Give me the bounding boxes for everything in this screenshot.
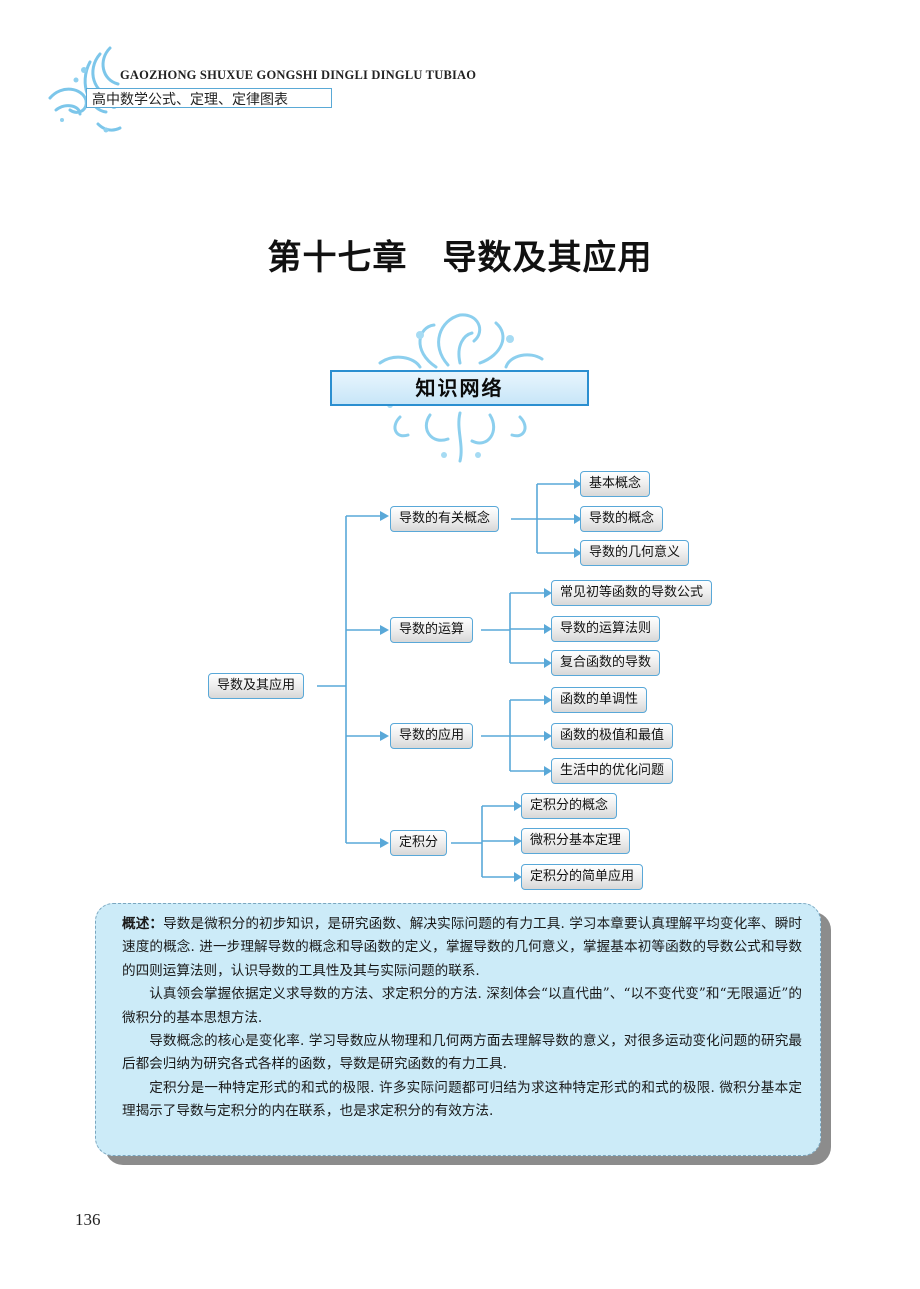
leaf-node: 导数的运算法则 <box>551 616 661 642</box>
branch-node: 导数的有关概念 <box>390 506 500 532</box>
leaf-node: 定积分的概念 <box>521 793 618 819</box>
leaf-node: 导数的概念 <box>580 506 664 532</box>
summary-box <box>95 903 821 1156</box>
branch-node: 定积分 <box>390 830 448 856</box>
leaf-node: 基本概念 <box>580 471 651 497</box>
summary-lead: 概述： <box>122 916 164 932</box>
summary-text: 概述：导数是微积分的初步知识，是研究函数、解决实际问题的有力工具. 学习本章要认… <box>122 913 802 1124</box>
leaf-node: 微积分基本定理 <box>521 828 631 854</box>
knowledge-network-banner <box>330 370 589 406</box>
leaf-node: 定积分的简单应用 <box>521 864 644 890</box>
branch-node: 导数的运算 <box>390 617 474 643</box>
leaf-node: 函数的单调性 <box>551 687 648 713</box>
summary-paragraph-2: 认真领会掌握依据定义求导数的方法、求定积分的方法. 深刻体会“以直代曲”、“以不… <box>122 986 802 1026</box>
series-title-english: GAOZHONG SHUXUE GONGSHI DINGLI DINGLU TU… <box>120 68 477 82</box>
series-title-frame <box>86 88 332 108</box>
leaf-node: 常见初等函数的导数公式 <box>551 580 713 606</box>
page-number: 136 <box>75 1210 101 1229</box>
branch-node: 导数的应用 <box>390 723 474 749</box>
leaf-node: 导数的几何意义 <box>580 540 690 566</box>
series-title-chinese: 高中数学公式、定理、定律图表 <box>92 92 288 108</box>
mindmap-root: 导数及其应用 <box>208 673 305 699</box>
leaf-node: 生活中的优化问题 <box>551 758 674 784</box>
summary-paragraph-3: 导数概念的核心是变化率. 学习导数应从物理和几何两方面去理解导数的意义，对很多运… <box>122 1033 802 1073</box>
knowledge-network-label: 知识网络 <box>415 376 504 400</box>
summary-paragraph-4: 定积分是一种特定形式的和式的极限. 许多实际问题都可归结为求这种特定形式的和式的… <box>122 1079 802 1120</box>
leaf-node: 函数的极值和最值 <box>551 723 674 749</box>
leaf-node: 复合函数的导数 <box>551 650 661 676</box>
summary-paragraph-1: 导数是微积分的初步知识，是研究函数、解决实际问题的有力工具. 学习本章要认真理解… <box>122 916 803 979</box>
chapter-title: 第十七章 导数及其应用 <box>267 238 653 278</box>
